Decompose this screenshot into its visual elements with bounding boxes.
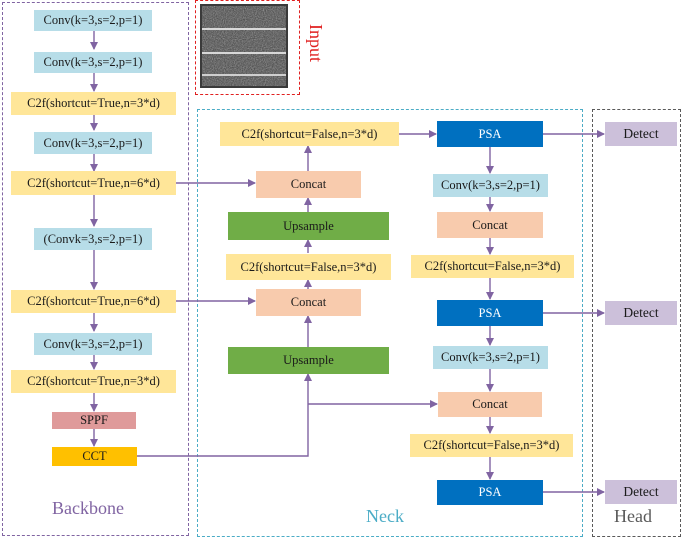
backbone-conv-3: Conv(k=3,s=2,p=1) bbox=[34, 132, 152, 154]
edge-b11-n6 bbox=[137, 373, 312, 457]
neck-concat-2: Concat bbox=[256, 289, 361, 316]
neck-psa-2: PSA bbox=[437, 300, 543, 326]
neck-conv-2: Conv(k=3,s=2,p=1) bbox=[433, 346, 548, 369]
neck-c2f-right-1: C2f(shortcut=False,n=3*d) bbox=[411, 255, 574, 278]
input-region bbox=[195, 0, 300, 95]
backbone-c2f-3: C2f(shortcut=True,n=6*d) bbox=[11, 290, 176, 313]
neck-psa-3: PSA bbox=[437, 480, 543, 505]
neck-concat-3: Concat bbox=[437, 212, 543, 238]
backbone-sppf: SPPF bbox=[52, 412, 136, 429]
backbone-conv-5: Conv(k=3,s=2,p=1) bbox=[34, 333, 152, 355]
neck-conv-1: Conv(k=3,s=2,p=1) bbox=[433, 174, 548, 197]
head-region bbox=[592, 109, 681, 537]
neck-concat-4: Concat bbox=[438, 392, 542, 417]
backbone-conv-2: Conv(k=3,s=2,p=1) bbox=[34, 52, 152, 73]
backbone-region bbox=[2, 2, 189, 536]
backbone-cct: CCT bbox=[52, 447, 137, 466]
neck-region bbox=[197, 109, 583, 537]
input-image bbox=[200, 4, 288, 88]
neck-concat-1: Concat bbox=[256, 171, 361, 198]
neck-upsample-1: Upsample bbox=[228, 212, 389, 240]
head-detect-1: Detect bbox=[605, 122, 677, 146]
neck-c2f-mid: C2f(shortcut=False,n=3*d) bbox=[226, 254, 391, 280]
backbone-conv-1: Conv(k=3,s=2,p=1) bbox=[34, 10, 152, 31]
neck-psa-1: PSA bbox=[437, 121, 543, 147]
backbone-conv-4: (Convk=3,s=2,p=1) bbox=[34, 228, 152, 250]
neck-upsample-2: Upsample bbox=[228, 347, 389, 374]
neck-c2f-right-2: C2f(shortcut=False,n=3*d) bbox=[410, 434, 573, 457]
backbone-c2f-2: C2f(shortcut=True,n=6*d) bbox=[11, 171, 176, 195]
backbone-label: Backbone bbox=[52, 498, 124, 518]
backbone-c2f-4: C2f(shortcut=True,n=3*d) bbox=[11, 370, 176, 393]
head-label: Head bbox=[614, 506, 652, 526]
neck-label: Neck bbox=[366, 506, 404, 526]
head-detect-2: Detect bbox=[605, 301, 677, 325]
backbone-c2f-1: C2f(shortcut=True,n=3*d) bbox=[11, 92, 176, 115]
neck-c2f-top: C2f(shortcut=False,n=3*d) bbox=[220, 122, 399, 146]
head-detect-3: Detect bbox=[605, 480, 677, 504]
